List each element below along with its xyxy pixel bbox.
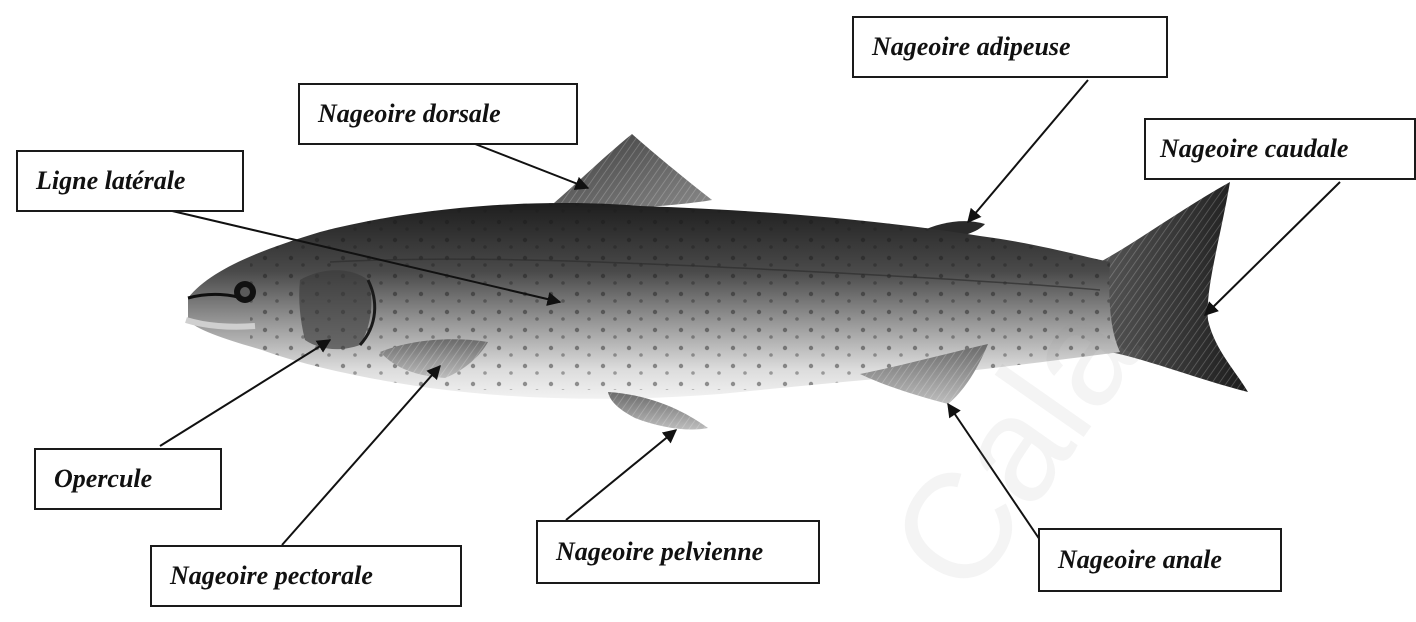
label-nageoire-adipeuse: Nageoire adipeuse [852,16,1168,78]
label-text: Ligne latérale [36,166,185,196]
leader-pelvienne [566,430,676,520]
label-text: Nageoire anale [1058,545,1222,575]
label-text: Nageoire pectorale [170,561,373,591]
operculum [299,270,371,349]
leader-dorsale [470,142,588,188]
label-opercule: Opercule [34,448,222,510]
leader-opercule [160,340,330,446]
label-nageoire-anale: Nageoire anale [1038,528,1282,592]
label-ligne-laterale: Ligne latérale [16,150,244,212]
label-nageoire-caudale: Nageoire caudale [1144,118,1416,180]
label-text: Nageoire caudale [1160,134,1348,164]
label-text: Opercule [54,464,152,494]
label-text: Nageoire dorsale [318,99,501,129]
leader-anale [948,404,1040,540]
label-text: Nageoire pelvienne [556,537,763,567]
leader-pectorale [282,366,440,545]
leader-adipeuse [968,80,1088,222]
label-text: Nageoire adipeuse [872,32,1071,62]
label-nageoire-dorsale: Nageoire dorsale [298,83,578,145]
label-nageoire-pelvienne: Nageoire pelvienne [536,520,820,584]
